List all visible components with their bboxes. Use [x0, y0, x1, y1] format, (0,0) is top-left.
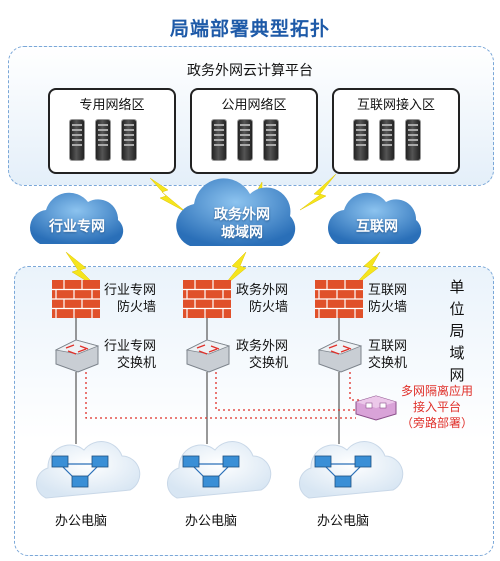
- switch-label-line2: 交换机: [249, 356, 289, 371]
- firewall-label: 政务外网 防火墙: [236, 282, 288, 316]
- firewall-label-line2: 防火墙: [249, 300, 289, 315]
- isolation-device-icon: [355, 395, 397, 421]
- zone-internet-access-label: 互联网接入区: [356, 98, 435, 113]
- lan-label-char: 网: [449, 366, 465, 384]
- server-icon: [380, 120, 394, 160]
- office-network-cloud: [299, 441, 404, 499]
- switch-label-line1: 政务外网: [236, 339, 289, 354]
- server-icon: [354, 120, 368, 160]
- switch-icon: [185, 339, 231, 373]
- cloud-internet-label: 互联网: [356, 219, 398, 235]
- zone-private-network-label: 专用网络区: [79, 98, 145, 113]
- server-icon: [264, 120, 278, 160]
- office-pc-label: 办公电脑: [316, 514, 369, 529]
- firewall-label-line2: 防火墙: [368, 300, 408, 315]
- bypass-link: [215, 372, 356, 411]
- switch-label: 政务外网 交换机: [236, 338, 288, 372]
- switch-label-line1: 行业专网: [104, 339, 157, 354]
- zone-public-network: [190, 88, 318, 174]
- firewall-label: 行业专网 防火墙: [104, 282, 156, 316]
- lan-label-char: 域: [449, 344, 465, 362]
- office-pc-label: 办公电脑: [184, 514, 237, 529]
- lan-label-char: 局: [449, 322, 465, 340]
- switch-label-line2: 交换机: [117, 356, 157, 371]
- firewall-icon: [52, 280, 100, 318]
- switch-label: 行业专网 交换机: [104, 338, 156, 372]
- server-icon: [212, 120, 226, 160]
- office-pc-label: 办公电脑: [54, 514, 107, 529]
- platform-label: 政务外网云计算平台: [187, 63, 313, 79]
- cloud-industry-label: 行业专网: [49, 219, 105, 235]
- bypass-link: [349, 372, 360, 401]
- switch-label: 互联网 交换机: [368, 338, 407, 372]
- server-icon: [122, 120, 136, 160]
- zone-private-network: [48, 88, 176, 174]
- firewall-icon: [315, 280, 363, 318]
- isolation-platform-label: 多网隔离应用 接入平台 （旁路部署）: [384, 383, 490, 431]
- isolation-label-line2: 接入平台: [412, 400, 461, 414]
- firewall-label: 互联网 防火墙: [368, 282, 407, 316]
- firewall-label-line2: 防火墙: [117, 300, 157, 315]
- lightning-icon: [149, 177, 187, 213]
- diagram-title: 局端部署典型拓扑: [169, 18, 330, 40]
- bypass-link: [85, 372, 356, 419]
- zone-public-network-label: 公用网络区: [221, 98, 287, 113]
- firewall-label-line1: 政务外网: [236, 283, 289, 298]
- unit-lan-label: 单 位 局 域 网: [448, 276, 466, 386]
- firewall-label-line1: 行业专网: [104, 283, 157, 298]
- server-icon: [70, 120, 84, 160]
- cloud-gov-label-line2: 城域网: [221, 225, 263, 241]
- lightning-icon: [299, 173, 337, 211]
- cloud-icon: [30, 192, 124, 244]
- switch-label-line1: 互联网: [368, 339, 408, 354]
- firewall-label-line1: 互联网: [368, 283, 408, 298]
- zone-internet-access: [332, 88, 460, 174]
- isolation-label-line1: 多网隔离应用: [400, 384, 473, 398]
- firewall-icon: [183, 280, 231, 318]
- office-network-cloud: [167, 441, 272, 499]
- office-network-cloud: [36, 441, 141, 499]
- lan-label-char: 单: [449, 278, 465, 296]
- cloud-icon: [328, 192, 422, 244]
- switch-label-line2: 交换机: [368, 356, 408, 371]
- cloud-gov-label-line1: 政务外网: [214, 207, 270, 223]
- isolation-label-line3: （旁路部署）: [400, 416, 473, 430]
- cloud-icon: [176, 178, 296, 246]
- lan-label-char: 位: [449, 300, 465, 318]
- server-icon: [238, 120, 252, 160]
- switch-icon: [54, 339, 100, 373]
- switch-icon: [317, 339, 363, 373]
- server-icon: [406, 120, 420, 160]
- server-icon: [96, 120, 110, 160]
